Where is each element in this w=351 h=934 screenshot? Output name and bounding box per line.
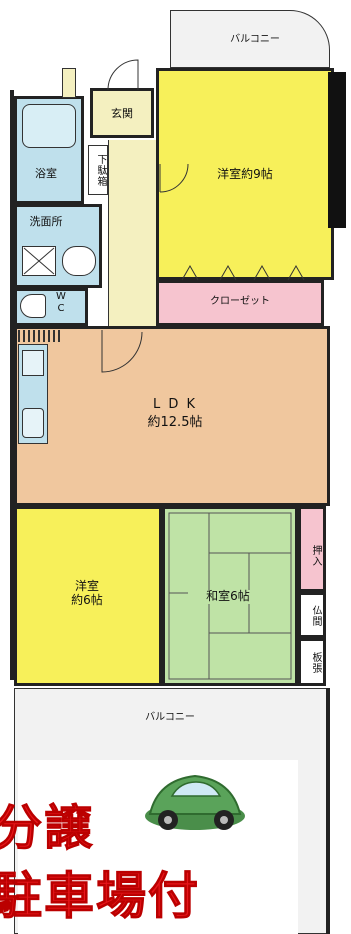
ldk-title: L D K xyxy=(152,397,198,412)
genkan-label: 玄関 xyxy=(111,107,133,120)
balcony-bottom-label: バルコニー xyxy=(145,712,195,723)
western-room-9-label: 洋室約9帖 xyxy=(217,167,273,181)
entrance-door-swing xyxy=(107,59,139,91)
western-room-6-label: 洋室 約6帖 xyxy=(71,579,103,607)
bathtub xyxy=(22,104,76,148)
oshiire-label: 押入 xyxy=(310,545,321,567)
butsuma-label: 仏間 xyxy=(310,605,321,627)
kitchen-stove xyxy=(22,350,44,376)
car-illustration xyxy=(145,774,245,830)
closet-label: クローゼット xyxy=(210,296,270,307)
outer-wall-left xyxy=(10,90,14,680)
promo-line-1: 分譲 xyxy=(0,800,95,857)
kitchen-sink xyxy=(22,408,44,438)
outer-wall-right-bottom xyxy=(326,688,330,934)
door-swing-9 xyxy=(159,163,189,193)
western-room-6 xyxy=(14,506,162,686)
genkan xyxy=(90,88,154,138)
japanese-room-label: 和室6帖 xyxy=(188,589,268,604)
pipe-shaft xyxy=(62,68,76,98)
butsuma xyxy=(298,592,326,638)
washroom-label: 洗面所 xyxy=(29,215,63,228)
itanoma xyxy=(298,638,326,686)
wash-basin xyxy=(62,246,96,276)
ldk-size: 約12.5帖 xyxy=(147,415,203,430)
wc-label: W C xyxy=(56,291,66,314)
shoe-cabinet xyxy=(88,145,108,195)
balcony-top-label: バルコニー xyxy=(230,34,280,45)
promo-line-2: 駐車場付 xyxy=(0,867,200,926)
kitchen-grill-vent xyxy=(18,330,62,342)
closet-doors xyxy=(181,264,305,281)
window-right-9 xyxy=(328,72,346,228)
shoe-cabinet-label: 下駄箱 xyxy=(95,153,106,187)
toilet xyxy=(20,294,46,318)
balcony-inner-white xyxy=(18,760,298,934)
washing-machine-x xyxy=(23,247,55,275)
corridor xyxy=(108,140,156,326)
balcony-top xyxy=(170,10,330,68)
bathroom-label: 浴室 xyxy=(35,167,57,180)
oshiire xyxy=(298,506,326,592)
ldk xyxy=(14,326,330,506)
itanoma-label: 板張 xyxy=(310,652,321,674)
closet xyxy=(156,280,324,326)
ldk-door-swing xyxy=(101,330,143,373)
